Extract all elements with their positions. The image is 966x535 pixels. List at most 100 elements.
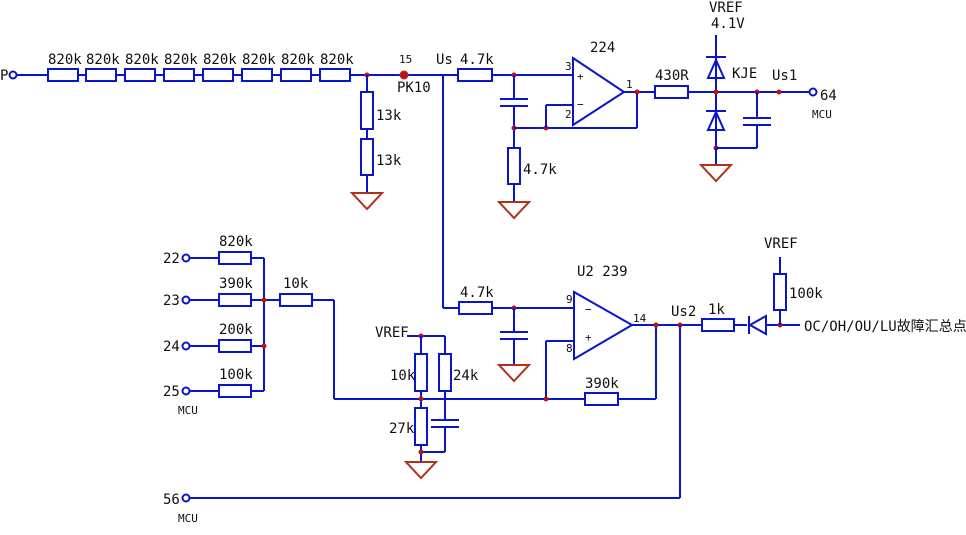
input-pin-22 bbox=[181, 253, 191, 263]
opamp-number: 224 bbox=[590, 40, 615, 56]
series-resistor-5 bbox=[202, 68, 234, 82]
series-resistor-3 bbox=[124, 68, 156, 82]
mcu-pin-56 bbox=[181, 493, 191, 503]
divider-label-2: 13k bbox=[376, 153, 402, 169]
input-resistor-24-label: 200k bbox=[219, 322, 253, 338]
bias-resistor-24k-label: 24k bbox=[453, 368, 479, 384]
diode-icon bbox=[747, 314, 767, 336]
junction-dot bbox=[418, 449, 424, 455]
fault-summary-label: OC/OH/OU/LU故障汇总点 bbox=[804, 319, 966, 335]
opamp-u2-plus-sign: + bbox=[585, 331, 592, 344]
junction-dot bbox=[261, 297, 267, 303]
pullup-resistor-100k bbox=[773, 273, 787, 311]
input-resistor-24 bbox=[218, 339, 252, 353]
junction-dot bbox=[653, 322, 659, 328]
junction-dot bbox=[776, 89, 782, 95]
input-pin bbox=[8, 70, 18, 80]
series-label-7: 820k bbox=[281, 52, 315, 68]
series-label-1: 820k bbox=[48, 52, 82, 68]
vref-bias-label: VREF bbox=[375, 325, 409, 341]
bottom-summing-chain: 22 820k 23 390k 24 200k 25 100k MCU 10k bbox=[163, 234, 966, 525]
vref-value: 4.1V bbox=[711, 16, 745, 32]
mcu-pin-56-number: 56 bbox=[163, 492, 180, 508]
mcu-pin-64 bbox=[808, 87, 818, 97]
feedback-resistor-390k bbox=[584, 392, 619, 406]
opamp-pin-out: 1 bbox=[626, 78, 633, 91]
opamp-u2 bbox=[573, 290, 634, 361]
input-mcu-label: MCU bbox=[178, 404, 198, 417]
sum-resistor-10k bbox=[279, 293, 313, 307]
divider-label-1: 13k bbox=[376, 108, 402, 124]
ground-icon bbox=[349, 192, 385, 211]
input-pin-22-number: 22 bbox=[163, 251, 180, 267]
ground-icon bbox=[698, 164, 734, 183]
opamp-u2-minus-sign: − bbox=[585, 303, 592, 316]
diode-label: KJE bbox=[732, 66, 757, 82]
ground-icon bbox=[496, 201, 532, 220]
filter-resistor-top-label: 4.7k bbox=[460, 52, 494, 68]
filter-resistor-bottom bbox=[458, 301, 493, 315]
series-resistor-1 bbox=[47, 68, 79, 82]
input-pin-23-number: 23 bbox=[163, 293, 180, 309]
filter-resistor-bottom-label: 4.7k bbox=[460, 285, 494, 301]
top-input-chain: P 820k 820k 820k 820k 820k 820k 820k 820… bbox=[0, 0, 837, 308]
feedback-resistor-label: 390k bbox=[585, 376, 619, 392]
input-pin-23 bbox=[181, 295, 191, 305]
output-resistor-1k bbox=[701, 318, 735, 332]
input-pin-25-number: 25 bbox=[163, 384, 180, 400]
ground-icon bbox=[496, 364, 532, 383]
bias-resistor-10k-label: 10k bbox=[390, 368, 416, 384]
divider-resistor-2 bbox=[360, 138, 374, 176]
series-label-6: 820k bbox=[242, 52, 276, 68]
series-resistor-8 bbox=[319, 68, 351, 82]
output-resistor-1k-label: 1k bbox=[708, 302, 725, 318]
divider-resistor-1 bbox=[360, 91, 374, 130]
output-resistor-label: 430R bbox=[655, 68, 689, 84]
ground-resistor-top bbox=[507, 147, 521, 185]
input-resistor-25-label: 100k bbox=[219, 367, 253, 383]
us1-label: Us1 bbox=[772, 68, 797, 84]
junction-dot bbox=[543, 396, 549, 402]
filter-resistor-top bbox=[457, 68, 493, 82]
opamp-pin-plus: 3 bbox=[565, 60, 572, 73]
opamp-u2-pin-out: 14 bbox=[633, 312, 647, 325]
series-label-3: 820k bbox=[125, 52, 159, 68]
input-resistor-23 bbox=[218, 293, 252, 307]
pin-name: PK10 bbox=[397, 80, 431, 96]
pullup-vref-label: VREF bbox=[764, 236, 798, 252]
mcu-pin-56-label: MCU bbox=[178, 512, 198, 525]
junction-dot bbox=[261, 343, 267, 349]
opamp-plus-sign: + bbox=[577, 70, 584, 83]
zener-diode-upper bbox=[706, 57, 726, 79]
junction-dot bbox=[713, 89, 719, 95]
output-resistor-430r bbox=[654, 85, 689, 99]
input-resistor-23-label: 390k bbox=[219, 276, 253, 292]
mcu-label: MCU bbox=[812, 108, 832, 121]
opamp-u2-title: U2 239 bbox=[577, 264, 628, 280]
input-pin-24-number: 24 bbox=[163, 339, 180, 355]
us2-label: Us2 bbox=[671, 304, 696, 320]
series-label-2: 820k bbox=[86, 52, 120, 68]
bias-resistor-27k bbox=[414, 407, 428, 446]
input-label: P bbox=[0, 68, 8, 84]
series-label-4: 820k bbox=[164, 52, 198, 68]
vref-label-top: VREF bbox=[709, 0, 743, 16]
zener-diode-lower bbox=[706, 109, 726, 131]
junction-dot bbox=[418, 396, 424, 402]
bias-resistor-27k-label: 27k bbox=[389, 421, 415, 437]
series-resistor-4 bbox=[163, 68, 195, 82]
pullup-resistor-label: 100k bbox=[789, 286, 823, 302]
opamp-pin-minus: 2 bbox=[565, 108, 572, 121]
junction-dot bbox=[634, 89, 640, 95]
ground-resistor-top-label: 4.7k bbox=[523, 162, 557, 178]
series-label-5: 820k bbox=[203, 52, 237, 68]
input-pin-24 bbox=[181, 341, 191, 351]
input-pin-25 bbox=[181, 386, 191, 396]
mcu-pin-number: 64 bbox=[820, 88, 837, 104]
bias-resistor-10k bbox=[414, 353, 428, 392]
us-node-label: Us bbox=[436, 52, 453, 68]
series-resistor-6 bbox=[241, 68, 273, 82]
test-point-pk10 bbox=[399, 70, 409, 80]
